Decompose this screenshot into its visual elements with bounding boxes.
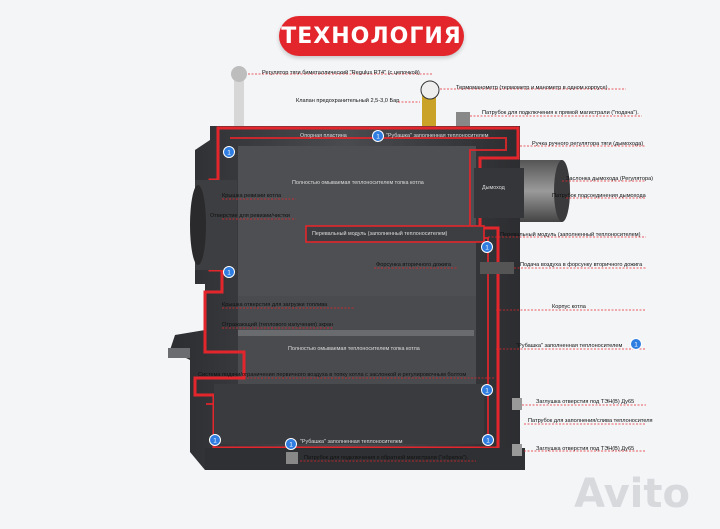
- label-drain-pipe: Патрубок для заполнения/слива теплоносит…: [528, 418, 653, 424]
- label-supply-pipe: Патрубок для подключения к прямой магист…: [482, 110, 639, 116]
- label-damper-handle: Ручка ручного регулятора тяги (дымохода): [532, 141, 644, 147]
- loading-handle: [168, 348, 190, 358]
- label-module-right: Перевальный модуль (заполненный теплонос…: [500, 232, 641, 238]
- label-plug-top: Заглушка отверстия под ТЭН(В) Ду65: [536, 399, 635, 405]
- label-boiler-body: Корпус котла: [552, 304, 586, 310]
- label-cleaning-hole: Отверстие для ревизии/чистки: [210, 213, 290, 219]
- reflector-screen: [238, 330, 474, 336]
- label-flue-pipe: Патрубок подсоединения дымохода: [552, 193, 646, 199]
- badge-number: 1: [634, 342, 638, 349]
- badge-number: 1: [227, 270, 231, 277]
- label-smoke-damper: Заслонка дымохода (Регулятора): [566, 176, 654, 182]
- label-heat-surface-top: Полностью омываемая теплоносителем топка…: [292, 180, 424, 186]
- badge-number: 1: [376, 134, 380, 141]
- label-air-supply: Подача воздуха в форсунку вторичного дож…: [520, 262, 643, 268]
- regulator-body: [234, 74, 244, 126]
- label-plug-bottom: Заглушка отверстия под ТЭН(В) Ду65: [536, 446, 635, 452]
- badge-number: 1: [213, 438, 217, 445]
- thermomanometer-body: [422, 92, 436, 126]
- badge-numbers: 1 1 1 1 1 1 1 1 1: [213, 134, 638, 449]
- leader-lines: [198, 73, 646, 462]
- label-nozzle: Форсунка вторичного дожига: [376, 262, 451, 268]
- badge-number: 1: [485, 245, 489, 252]
- grate: [214, 384, 484, 444]
- label-base-plate: Опорная пластина: [300, 133, 347, 139]
- heater-plug-top: [512, 398, 522, 410]
- label-cleaning-cover: Крышка ревизии котла: [222, 193, 282, 199]
- label-regulator: Регулятор тяги биметаллический "Regulus …: [262, 70, 420, 76]
- label-loading-cover: Крышка отверстия для загрузки топлива: [222, 302, 328, 308]
- avito-watermark: Avito: [574, 471, 690, 517]
- label-jacket-right: "Рубашка" заполненная теплоносителем: [516, 343, 623, 349]
- label-primary-air: Система подачи/ограничения первичного во…: [198, 372, 467, 378]
- label-heat-surface-bottom: Полностью омываемая теплоносителем топка…: [288, 346, 420, 352]
- label-thermomanometer: Термоманометр (термометр и манометр в од…: [456, 85, 608, 91]
- heater-plug-bottom: [512, 444, 522, 456]
- page-title: ТЕХНОЛОГИЯ: [279, 16, 464, 56]
- return-pipe-stub: [286, 452, 298, 464]
- badge-number: 1: [227, 150, 231, 157]
- supply-pipe-stub: [456, 112, 470, 126]
- boiler-base: [205, 448, 525, 470]
- label-reflector: Отражающий (теплового излучения) экран: [222, 322, 334, 328]
- label-jacket-top: "Рубашка" заполненная теплоносителем: [386, 133, 489, 139]
- jacket-badges: [209, 130, 642, 450]
- transfer-module: [305, 225, 485, 243]
- label-module-inner: Перевальный модуль (заполненный теплонос…: [312, 231, 448, 237]
- label-valve: Клапан предохранительный 2,5-3,0 Бар: [296, 98, 400, 104]
- badge-number: 1: [486, 438, 490, 445]
- label-jacket-bottom: "Рубашка" заполненная теплоносителем: [300, 439, 403, 445]
- label-return-pipe: Патрубок для подключения к обратной маги…: [304, 455, 469, 461]
- badge-number: 1: [485, 388, 489, 395]
- label-flue-outlet: Дымоход: [482, 185, 505, 191]
- badge-number: 1: [289, 442, 293, 449]
- thermomanometer-dial: [420, 80, 440, 100]
